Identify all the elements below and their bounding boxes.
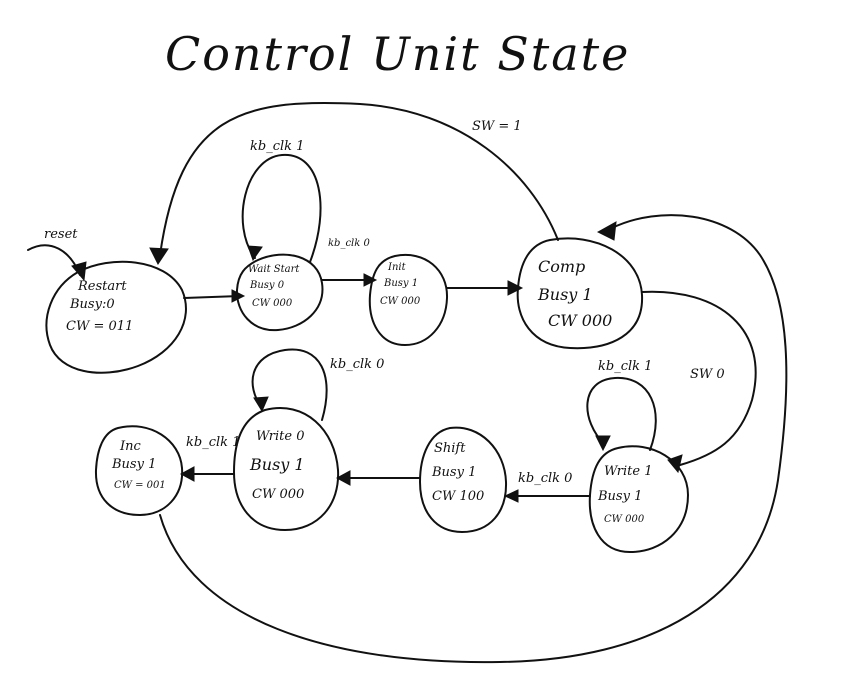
state-shift-name: Shift xyxy=(434,441,466,456)
transition-wait-start-self: kb_clk 1 xyxy=(241,139,322,263)
state-init-busy: Busy 1 xyxy=(383,278,418,289)
transition-write1-to-shift: kb_clk 0 xyxy=(503,471,591,503)
state-wait-start-cw: CW 000 xyxy=(252,298,293,309)
state-wait-start-name: Wait Start xyxy=(248,264,300,275)
state-write0-busy: Busy 1 xyxy=(249,455,305,474)
label-comp-to-restart: SW = 1 xyxy=(472,119,522,134)
state-write1-name: Write 1 xyxy=(604,464,652,479)
label-wait-start-self: kb_clk 1 xyxy=(250,139,304,154)
transition-inc-to-comp xyxy=(159,214,788,664)
reset-label: reset xyxy=(44,227,78,242)
state-write1: Write 1 Busy 1 CW 000 xyxy=(588,445,689,553)
state-comp-name: Comp xyxy=(538,257,585,276)
transition-comp-to-write1: SW 0 xyxy=(641,290,757,474)
label-write1-to-shift: kb_clk 0 xyxy=(518,471,572,486)
state-wait-start: Wait Start Busy 0 CW 000 xyxy=(235,253,324,332)
state-init: Init Busy 1 CW 000 xyxy=(368,253,449,346)
label-write0-to-inc: kb_clk 1 xyxy=(186,435,240,450)
state-shift-busy: Busy 1 xyxy=(431,465,476,480)
transition-wait-start-to-init: kb_clk 0 xyxy=(321,238,378,287)
transition-init-to-comp xyxy=(446,280,524,296)
reset-arrow: reset xyxy=(27,227,87,282)
state-write0-cw: CW 000 xyxy=(252,487,304,502)
state-inc-busy: Busy 1 xyxy=(111,457,156,472)
transition-shift-to-write0 xyxy=(335,470,421,486)
state-shift: Shift Busy 1 CW 100 xyxy=(419,426,508,533)
state-restart-cw: CW = 011 xyxy=(66,319,133,334)
transition-write0-to-inc: kb_clk 1 xyxy=(179,435,240,482)
state-write1-cw: CW 000 xyxy=(604,514,645,525)
state-init-name: Init xyxy=(387,262,407,273)
transition-write0-self: kb_clk 0 xyxy=(251,348,384,421)
label-write0-self: kb_clk 0 xyxy=(330,357,384,372)
state-shift-cw: CW 100 xyxy=(432,489,484,504)
state-init-cw: CW 000 xyxy=(380,296,421,307)
state-comp: Comp Busy 1 CW 000 xyxy=(516,237,644,350)
state-inc-name: Inc xyxy=(119,439,142,454)
state-write1-busy: Busy 1 xyxy=(597,489,642,504)
transition-write1-self: kb_clk 1 xyxy=(586,359,657,452)
state-restart: Restart Busy:0 CW = 011 xyxy=(45,260,187,374)
state-inc-cw: CW = 001 xyxy=(114,480,166,491)
label-wait-start-to-init: kb_clk 0 xyxy=(328,238,370,249)
state-restart-name: Restart xyxy=(77,279,127,294)
state-inc: Inc Busy 1 CW = 001 xyxy=(94,425,184,516)
state-write0-name: Write 0 xyxy=(256,429,304,444)
state-comp-cw: CW 000 xyxy=(548,311,612,330)
label-write1-self: kb_clk 1 xyxy=(598,359,652,374)
transition-comp-to-restart: SW = 1 xyxy=(149,101,559,265)
state-wait-start-busy: Busy 0 xyxy=(249,280,285,291)
state-write0: Write 0 Busy 1 CW 000 xyxy=(233,407,340,531)
transition-restart-to-wait-start xyxy=(183,289,246,303)
label-comp-to-write1: SW 0 xyxy=(690,367,725,382)
state-comp-busy: Busy 1 xyxy=(537,285,593,304)
state-restart-busy: Busy:0 xyxy=(69,297,115,312)
diagram-title: Control Unit State xyxy=(165,27,630,81)
